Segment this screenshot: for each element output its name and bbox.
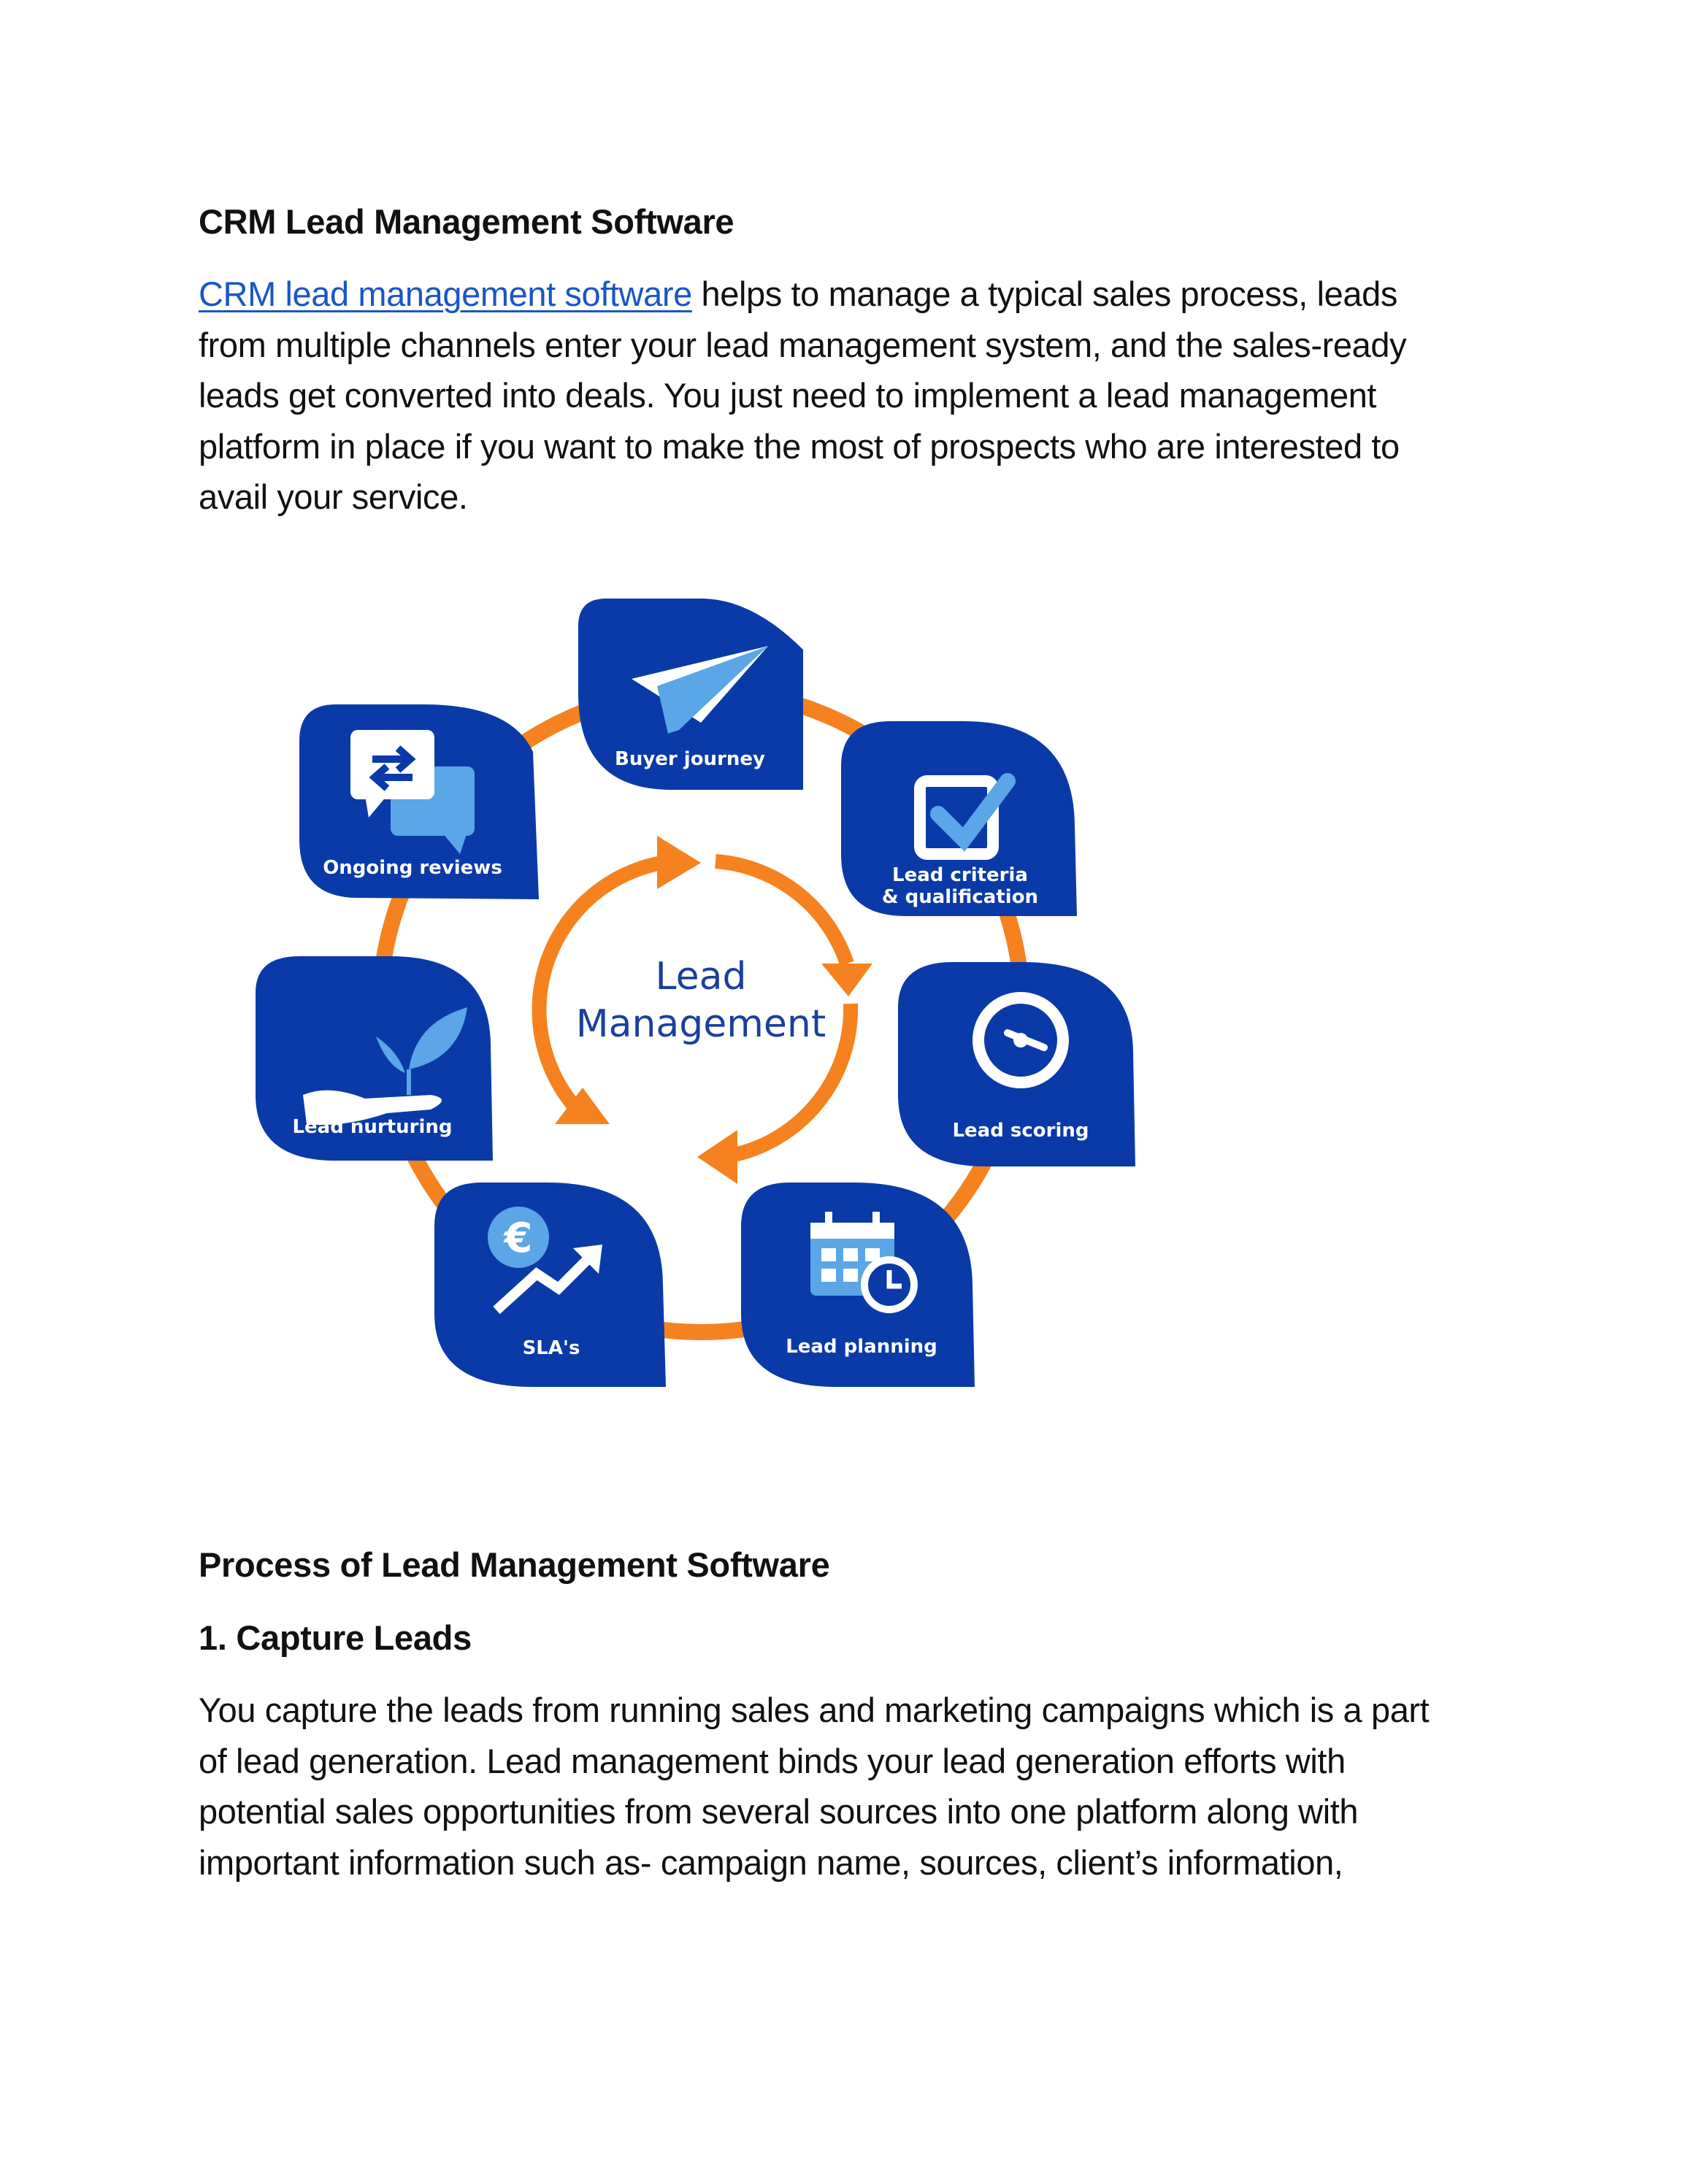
para2-line-1: You capture the leads from running sales… <box>199 1691 1430 1729</box>
para2-line-3: potential sales opportunities from sever… <box>199 1792 1359 1831</box>
speedometer-icon <box>972 992 1069 1088</box>
plant-hand-icon <box>303 1007 467 1125</box>
cycle-arc-right <box>721 1003 859 1164</box>
intro-line-1: CRM lead management software helps to ma… <box>199 269 1513 320</box>
chat-exchange-icon <box>350 730 475 854</box>
svg-text:€: € <box>503 1215 533 1262</box>
arrowhead-bottom <box>697 1130 737 1184</box>
node-label-lead-criteria-1: Lead criteria <box>892 864 1028 886</box>
node-buyer-journey: Buyer journey <box>578 599 803 790</box>
center-label-line2: Management <box>576 1002 826 1046</box>
node-label-ongoing-reviews: Ongoing reviews <box>323 857 502 879</box>
euro-growth-icon: € <box>488 1207 602 1315</box>
calendar-clock-icon <box>810 1212 918 1313</box>
inner-cycle-arrowheads <box>555 836 872 1184</box>
checkbox-icon <box>914 773 1016 860</box>
arrowhead-left <box>555 1088 610 1124</box>
node-label-lead-planning: Lead planning <box>786 1336 937 1358</box>
node-label-lead-nurturing: Lead nurturing <box>292 1116 452 1138</box>
node-label-slas: SLA's <box>523 1337 580 1359</box>
heading-crm-lead-management: CRM Lead Management Software <box>199 202 734 241</box>
paper-plane-icon <box>632 646 768 734</box>
intro-line-4: platform in place if you want to make th… <box>199 426 1400 466</box>
node-lead-nurturing: Lead nurturing <box>256 956 493 1161</box>
node-lead-criteria: Lead criteria & qualification <box>841 721 1077 916</box>
node-label-buyer-journey: Buyer journey <box>615 748 765 770</box>
node-slas: € SLA's <box>434 1183 666 1387</box>
intro-line-1-text: helps to manage a typical sales process,… <box>691 274 1398 313</box>
cycle-arc-left <box>532 854 673 1123</box>
capture-leads-paragraph: You capture the leads from running sales… <box>199 1685 1513 1888</box>
inner-cycle-arrows <box>532 854 859 1164</box>
node-lead-planning: Lead planning <box>741 1183 975 1387</box>
arrowhead-top <box>657 836 701 889</box>
heading-process-of-lead-management: Process of Lead Management Software <box>199 1545 830 1584</box>
para2-line-4: important information such as- campaign … <box>199 1842 1343 1882</box>
heading-capture-leads: 1. Capture Leads <box>199 1618 472 1657</box>
intro-line-2: from multiple channels enter your lead m… <box>199 325 1407 364</box>
node-label-lead-criteria-2: & qualification <box>882 886 1038 908</box>
arrowhead-right <box>821 964 872 996</box>
node-lead-scoring: Lead scoring <box>898 962 1135 1166</box>
lead-management-diagram: Lead Management Buyer journey <box>248 584 1154 1416</box>
intro-line-3: leads get converted into deals. You just… <box>199 376 1377 415</box>
para2-line-2: of lead generation. Lead management bind… <box>199 1741 1346 1780</box>
node-ongoing-reviews: Ongoing reviews <box>299 704 539 899</box>
center-label-line1: Lead <box>656 955 747 999</box>
crm-lead-management-link[interactable]: CRM lead management software <box>199 274 692 313</box>
intro-paragraph: CRM lead management software helps to ma… <box>199 269 1513 523</box>
node-label-lead-scoring: Lead scoring <box>952 1120 1089 1142</box>
intro-line-5: avail your service. <box>199 477 468 516</box>
cycle-arc-top <box>715 854 854 966</box>
lead-management-diagram-svg: Lead Management Buyer journey <box>256 599 1135 1387</box>
